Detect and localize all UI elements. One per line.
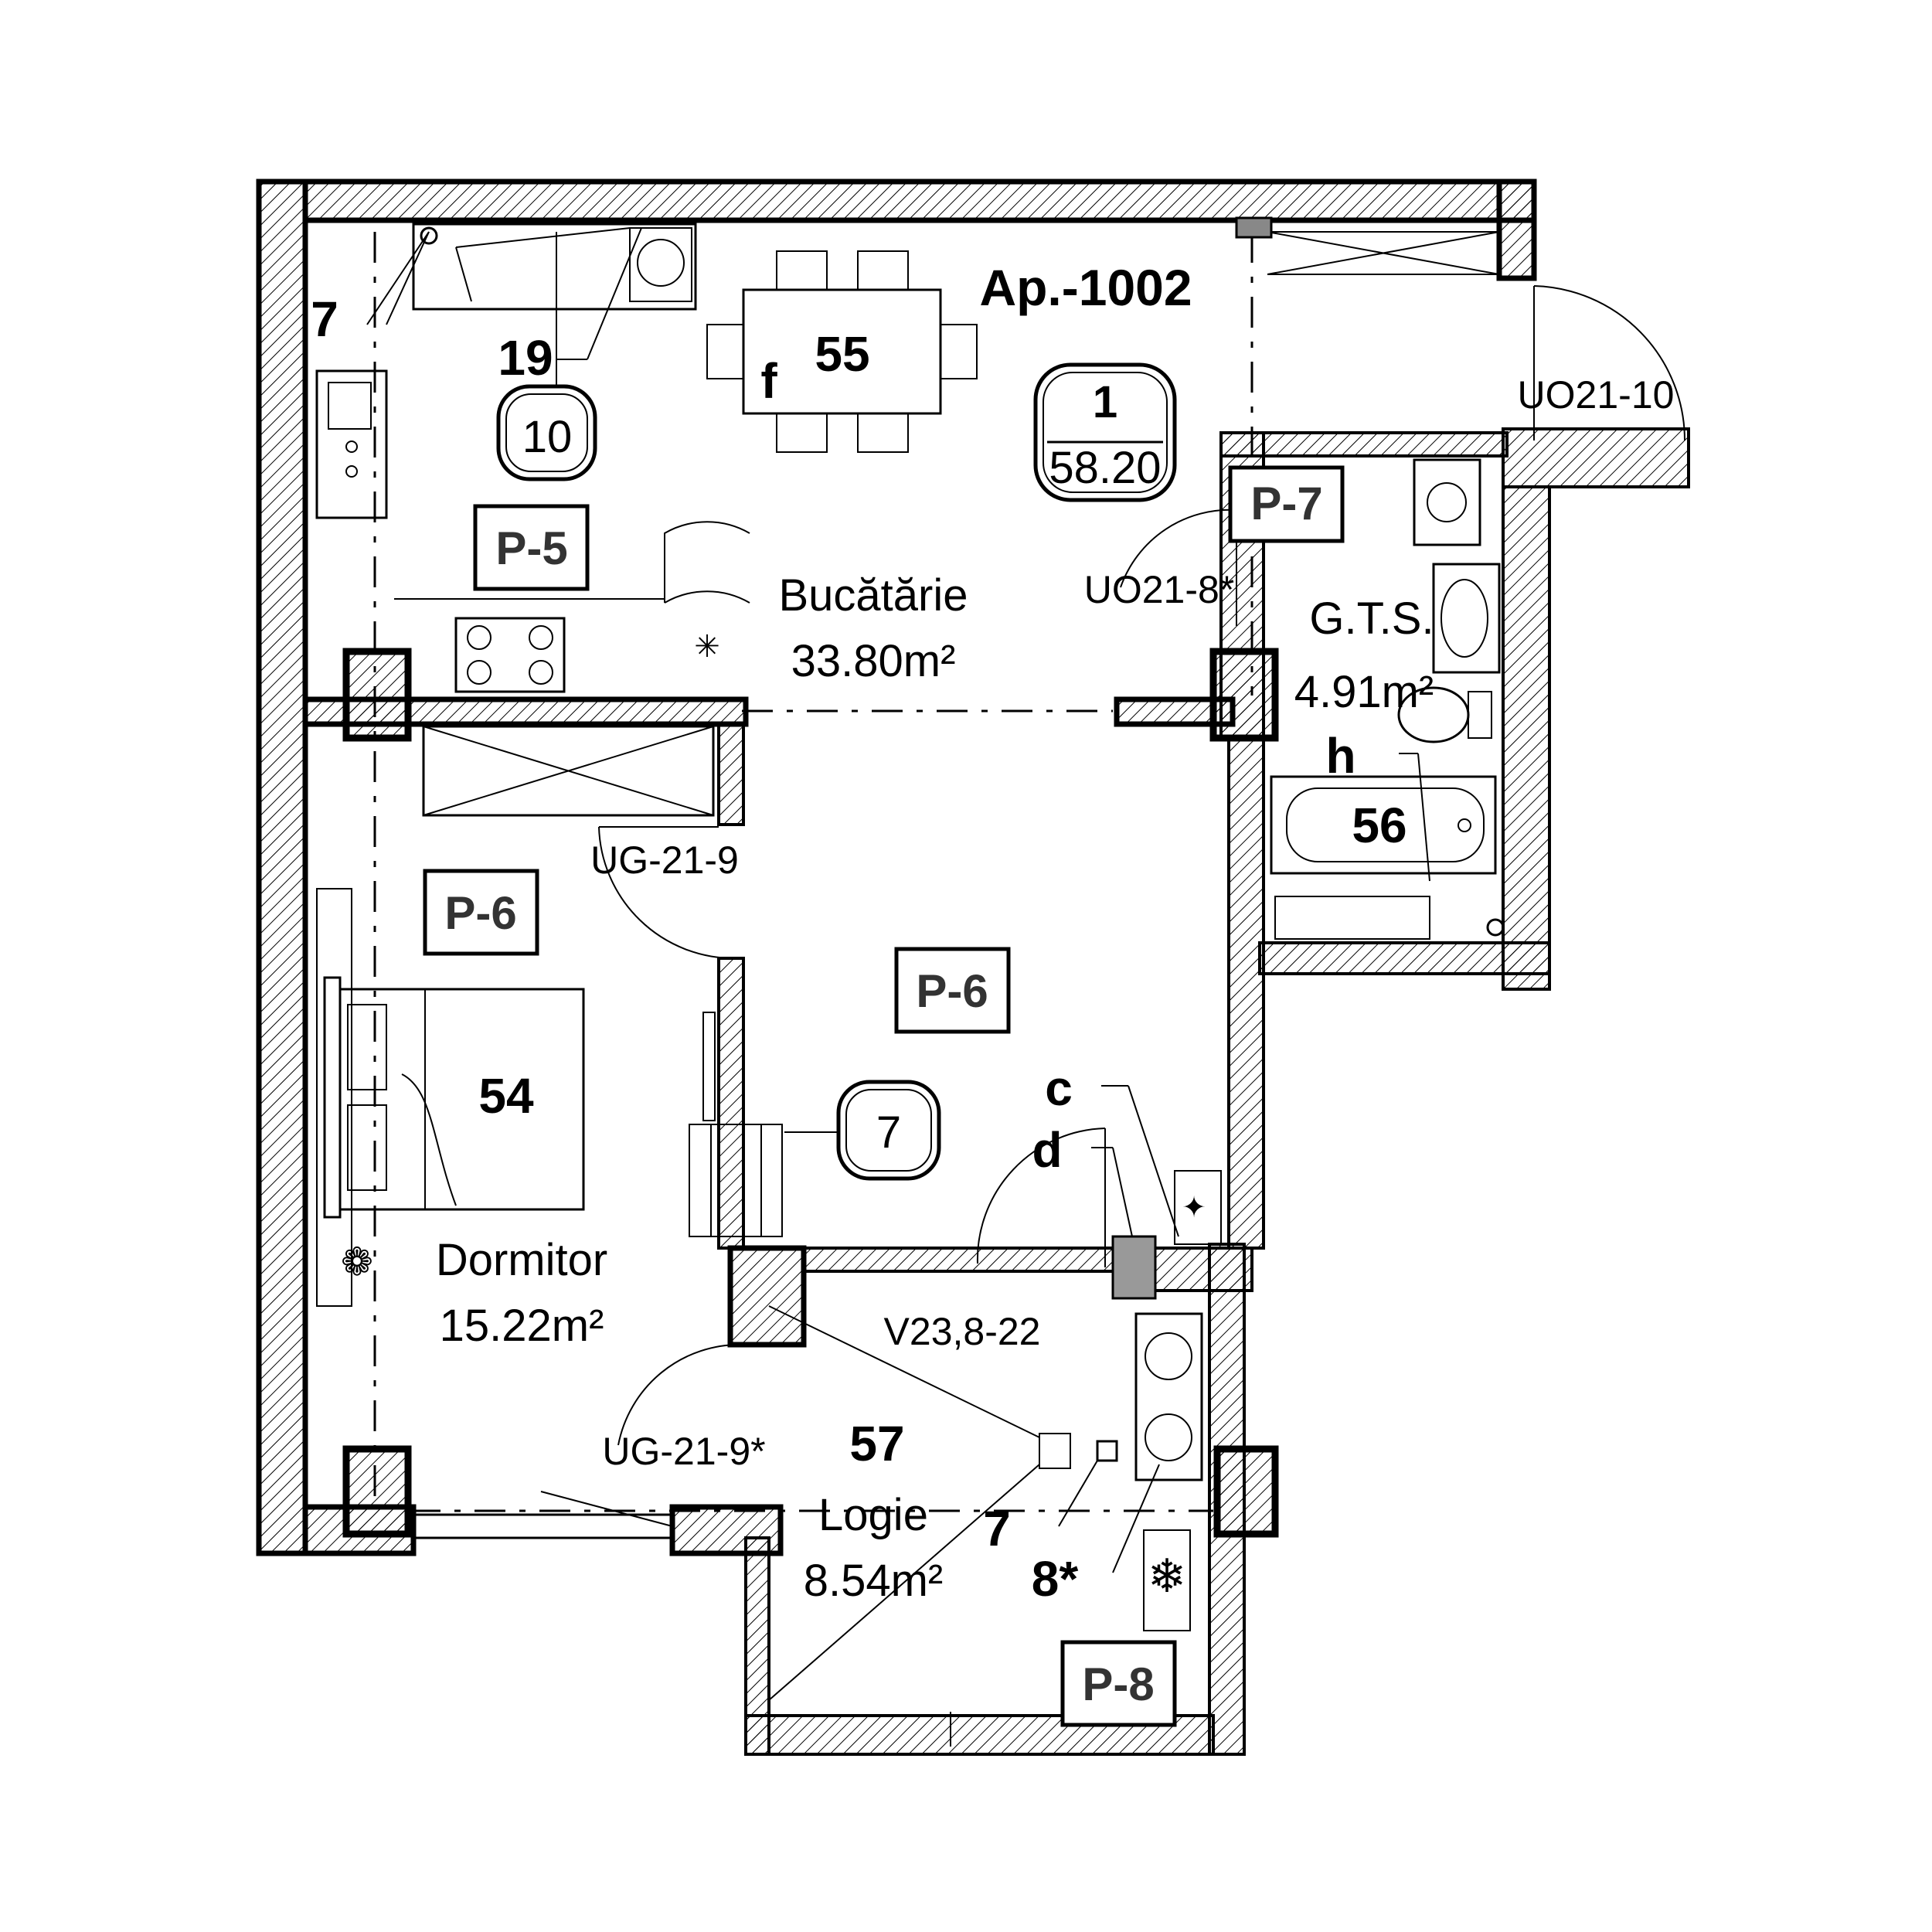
finish-tag-bathroom: P-7 [1250,478,1322,529]
bedroom-name: Dormitor [436,1235,607,1285]
kitchen-name: Bucătărie [778,570,968,621]
bath-number: 56 [1352,798,1406,853]
loggia-name: Logie [818,1490,928,1540]
finish-tag-kitchen: P-5 [495,522,567,574]
bedroom-door [598,826,743,1446]
entry-door-code: UO21-10 [1518,373,1675,417]
table-number: 55 [815,326,869,382]
finish-tag-loggia: P-8 [1082,1658,1154,1710]
entry-door-arc [1533,285,1685,441]
socket-icon: ✦ [1182,1192,1206,1224]
bedroom-window [413,1491,673,1539]
labels: Ap.-1002 1 58.20 Bucătărie 33.80m² Dormi… [311,259,1675,1727]
loggia-item-number: 57 [849,1416,904,1471]
letter-h: h [1325,728,1355,784]
loggia-door-arc: ✦ [976,1128,1222,1300]
axis-lines [373,232,1253,1512]
bathroom-fixtures [1120,458,1505,940]
bathroom-name: G.T.S. [1309,594,1434,644]
finish-tag-hall: P-6 [916,965,988,1017]
wardrobe [422,725,715,817]
columns [342,648,1279,1538]
dining-table [706,250,978,453]
apartment-badge-area: 58.20 [1049,443,1161,493]
finish-tag-kitchen-box [473,504,590,591]
loggia-door-code: UG-21-9* [602,1430,765,1473]
plant-icon: ❁ [341,1240,373,1284]
finish-tag-loggia-box [1060,1640,1177,1727]
loggia-window-code: V23,8-22 [884,1310,1041,1353]
bathroom-area: 4.91m² [1294,667,1434,717]
apartment-title: Ap.-1002 [979,259,1192,316]
top-window [1235,216,1500,275]
bath-door-code: UO21-8* [1084,568,1235,611]
loggia-pipe-number: 7 [983,1501,1011,1556]
left-pipe-number: 7 [311,291,338,347]
bedroom-area: 15.22m² [440,1301,604,1351]
exterior-walls [256,179,1690,1756]
fan-icon: ✳ [694,630,720,664]
apartment-badge-number: 1 [1093,377,1117,427]
loggia-area: 8.54m² [804,1556,944,1606]
kitchen-area: 33.80m² [791,636,956,686]
loggia-boiler-number: 8* [1032,1551,1079,1607]
apartment-badge [1033,362,1177,502]
circle-tag-hall: 7 [876,1107,901,1158]
ac-icon: ❄ [1148,1550,1186,1602]
letter-d: d [1032,1122,1062,1178]
loggia-fixtures: ❄ [768,1305,1203,1747]
circle-tag-kitchen: 10 [522,412,573,462]
bed: ❁ [316,888,585,1307]
bedroom-door-code: UG-21-9 [590,838,739,882]
letter-c: c [1045,1060,1073,1116]
finish-tag-bedroom: P-6 [444,887,516,939]
fridge-number: 19 [498,330,553,386]
kitchen-counter: ✳ [315,223,750,693]
finish-tag-bedroom-box [423,869,539,956]
finish-tag-hall-box [894,947,1011,1034]
letter-f: f [760,353,777,409]
hall-shelf [689,1012,783,1237]
bed-number: 54 [478,1068,534,1124]
leader-lines [366,227,1430,1573]
finish-tag-bathroom-box [1228,465,1345,543]
